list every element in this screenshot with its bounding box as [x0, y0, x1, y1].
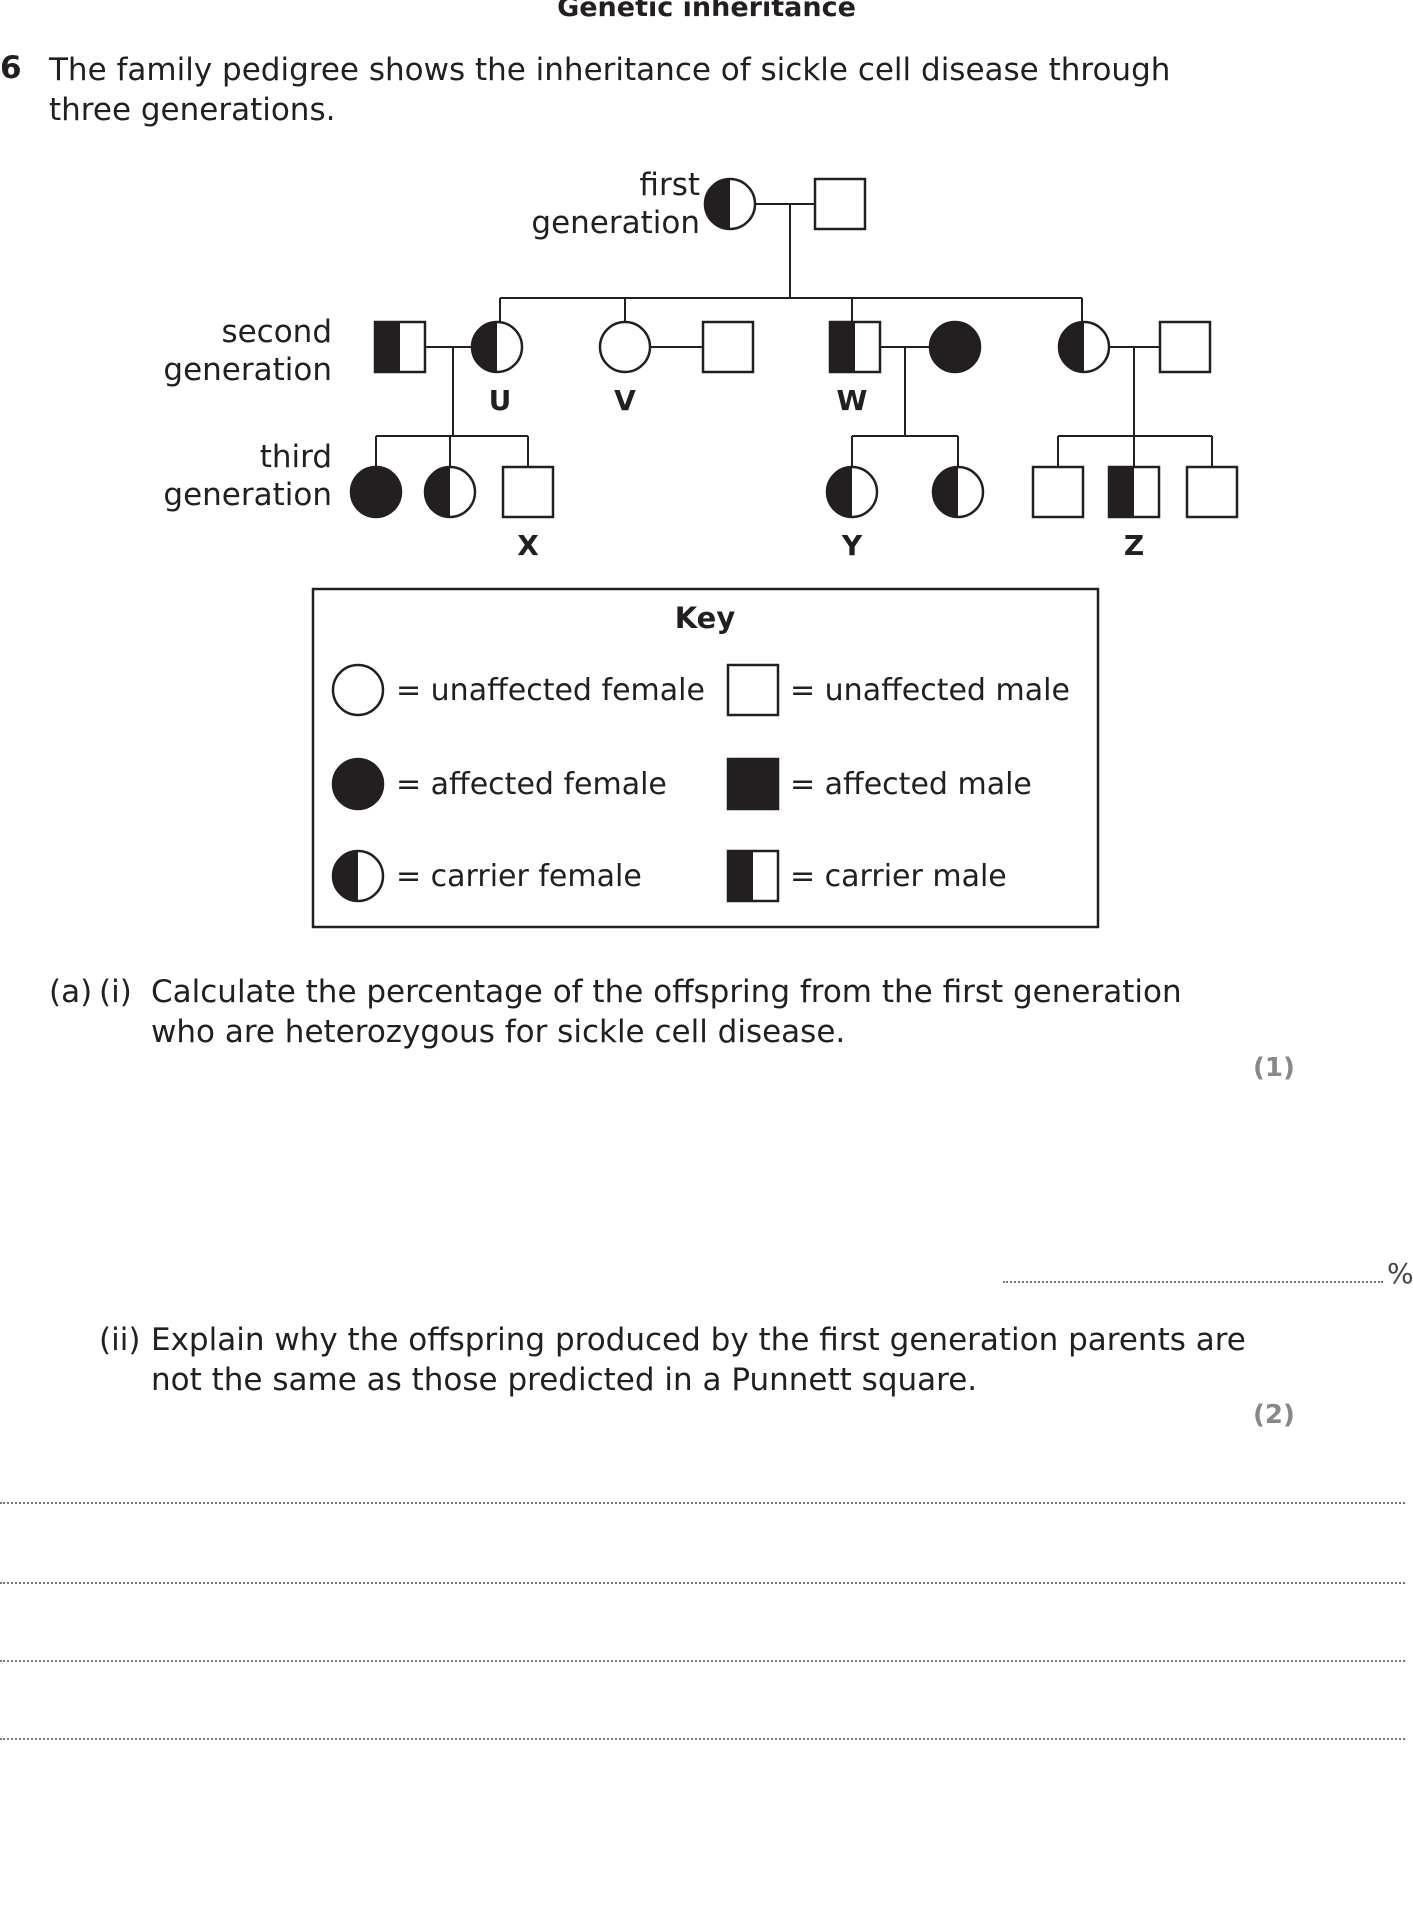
- part-a-ii-text: Explain why the offspring produced by th…: [151, 1322, 1246, 1398]
- gen2-label-line1: second: [221, 314, 332, 350]
- key-box: [311, 587, 1100, 929]
- gen1-label-line2: generation: [531, 205, 700, 241]
- person-z-carrier-male: [1107, 465, 1161, 519]
- key-carrier-female-symbol: [331, 849, 385, 903]
- key-affected-female-symbol: [331, 757, 385, 811]
- person-label-u: U: [489, 384, 512, 417]
- key-unaffected-male-label: = unaffected male: [790, 673, 1070, 708]
- key-carrier-male-symbol: [726, 849, 780, 903]
- question-number: 6: [0, 50, 22, 86]
- key-affected-male-label: = affected male: [790, 767, 1032, 802]
- person-y-carrier-female: [825, 465, 879, 519]
- person-label-x: X: [517, 529, 539, 562]
- person-label-w: W: [837, 384, 868, 417]
- part-a-i-label: (i): [99, 974, 132, 1010]
- key-unaffected-male-symbol: [726, 663, 780, 717]
- key-affected-male-symbol: [726, 757, 780, 811]
- part-a-i-answer-line[interactable]: [1003, 1281, 1383, 1283]
- gen2-affected-female-spouse-w: [928, 320, 982, 374]
- part-a-ii-label: (ii): [99, 1322, 141, 1358]
- person-x-unaffected-male: [501, 465, 555, 519]
- answer-line-1[interactable]: [0, 1502, 1405, 1504]
- gen2-label-line2: generation: [163, 352, 332, 388]
- key-carrier-male-label: = carrier male: [790, 859, 1007, 894]
- gen3-carrier-female-2: [931, 465, 985, 519]
- key-unaffected-female-symbol: [331, 663, 385, 717]
- person-label-y: Y: [841, 529, 863, 562]
- person-u-carrier-female: [470, 320, 524, 374]
- person-w-carrier-male: [828, 320, 882, 374]
- person-v-unaffected-female: [598, 320, 652, 374]
- gen2-carrier-female: [1057, 320, 1111, 374]
- key-title: Key: [675, 601, 736, 635]
- percent-unit: %: [1387, 1257, 1413, 1290]
- gen1-carrier-female: [703, 177, 757, 231]
- part-a-i-marks: (1): [1253, 1053, 1295, 1083]
- gen2-unaffected-male-spouse: [1158, 320, 1212, 374]
- section-title: Genetic inheritance: [557, 0, 856, 23]
- gen1-label-line1: first: [639, 167, 700, 203]
- answer-line-2[interactable]: [0, 1582, 1405, 1584]
- gen3-unaffected-male-2: [1185, 465, 1239, 519]
- gen3-label-line2: generation: [163, 477, 332, 513]
- pedigree-diagram: first generation second generation third…: [163, 167, 1239, 929]
- answer-line-3[interactable]: [0, 1660, 1405, 1662]
- gen2-carrier-male-spouse-u: [373, 320, 427, 374]
- gen2-unaffected-male-spouse-v: [701, 320, 755, 374]
- gen3-affected-female: [349, 465, 403, 519]
- gen3-label-line1: third: [260, 439, 332, 475]
- question-text: The family pedigree shows the inheritanc…: [49, 52, 1171, 128]
- person-label-v: V: [614, 384, 636, 417]
- part-a-i-text: Calculate the percentage of the offsprin…: [151, 974, 1182, 1050]
- key-carrier-female-label: = carrier female: [396, 859, 642, 894]
- person-label-z: Z: [1124, 529, 1144, 562]
- part-a-ii-marks: (2): [1253, 1400, 1295, 1430]
- gen3-carrier-female: [423, 465, 477, 519]
- gen3-unaffected-male: [1031, 465, 1085, 519]
- key-affected-female-label: = affected female: [396, 767, 667, 802]
- answer-line-4[interactable]: [0, 1738, 1405, 1740]
- gen1-unaffected-male: [813, 177, 867, 231]
- key-unaffected-female-label: = unaffected female: [396, 673, 705, 708]
- part-a-label: (a): [49, 974, 93, 1010]
